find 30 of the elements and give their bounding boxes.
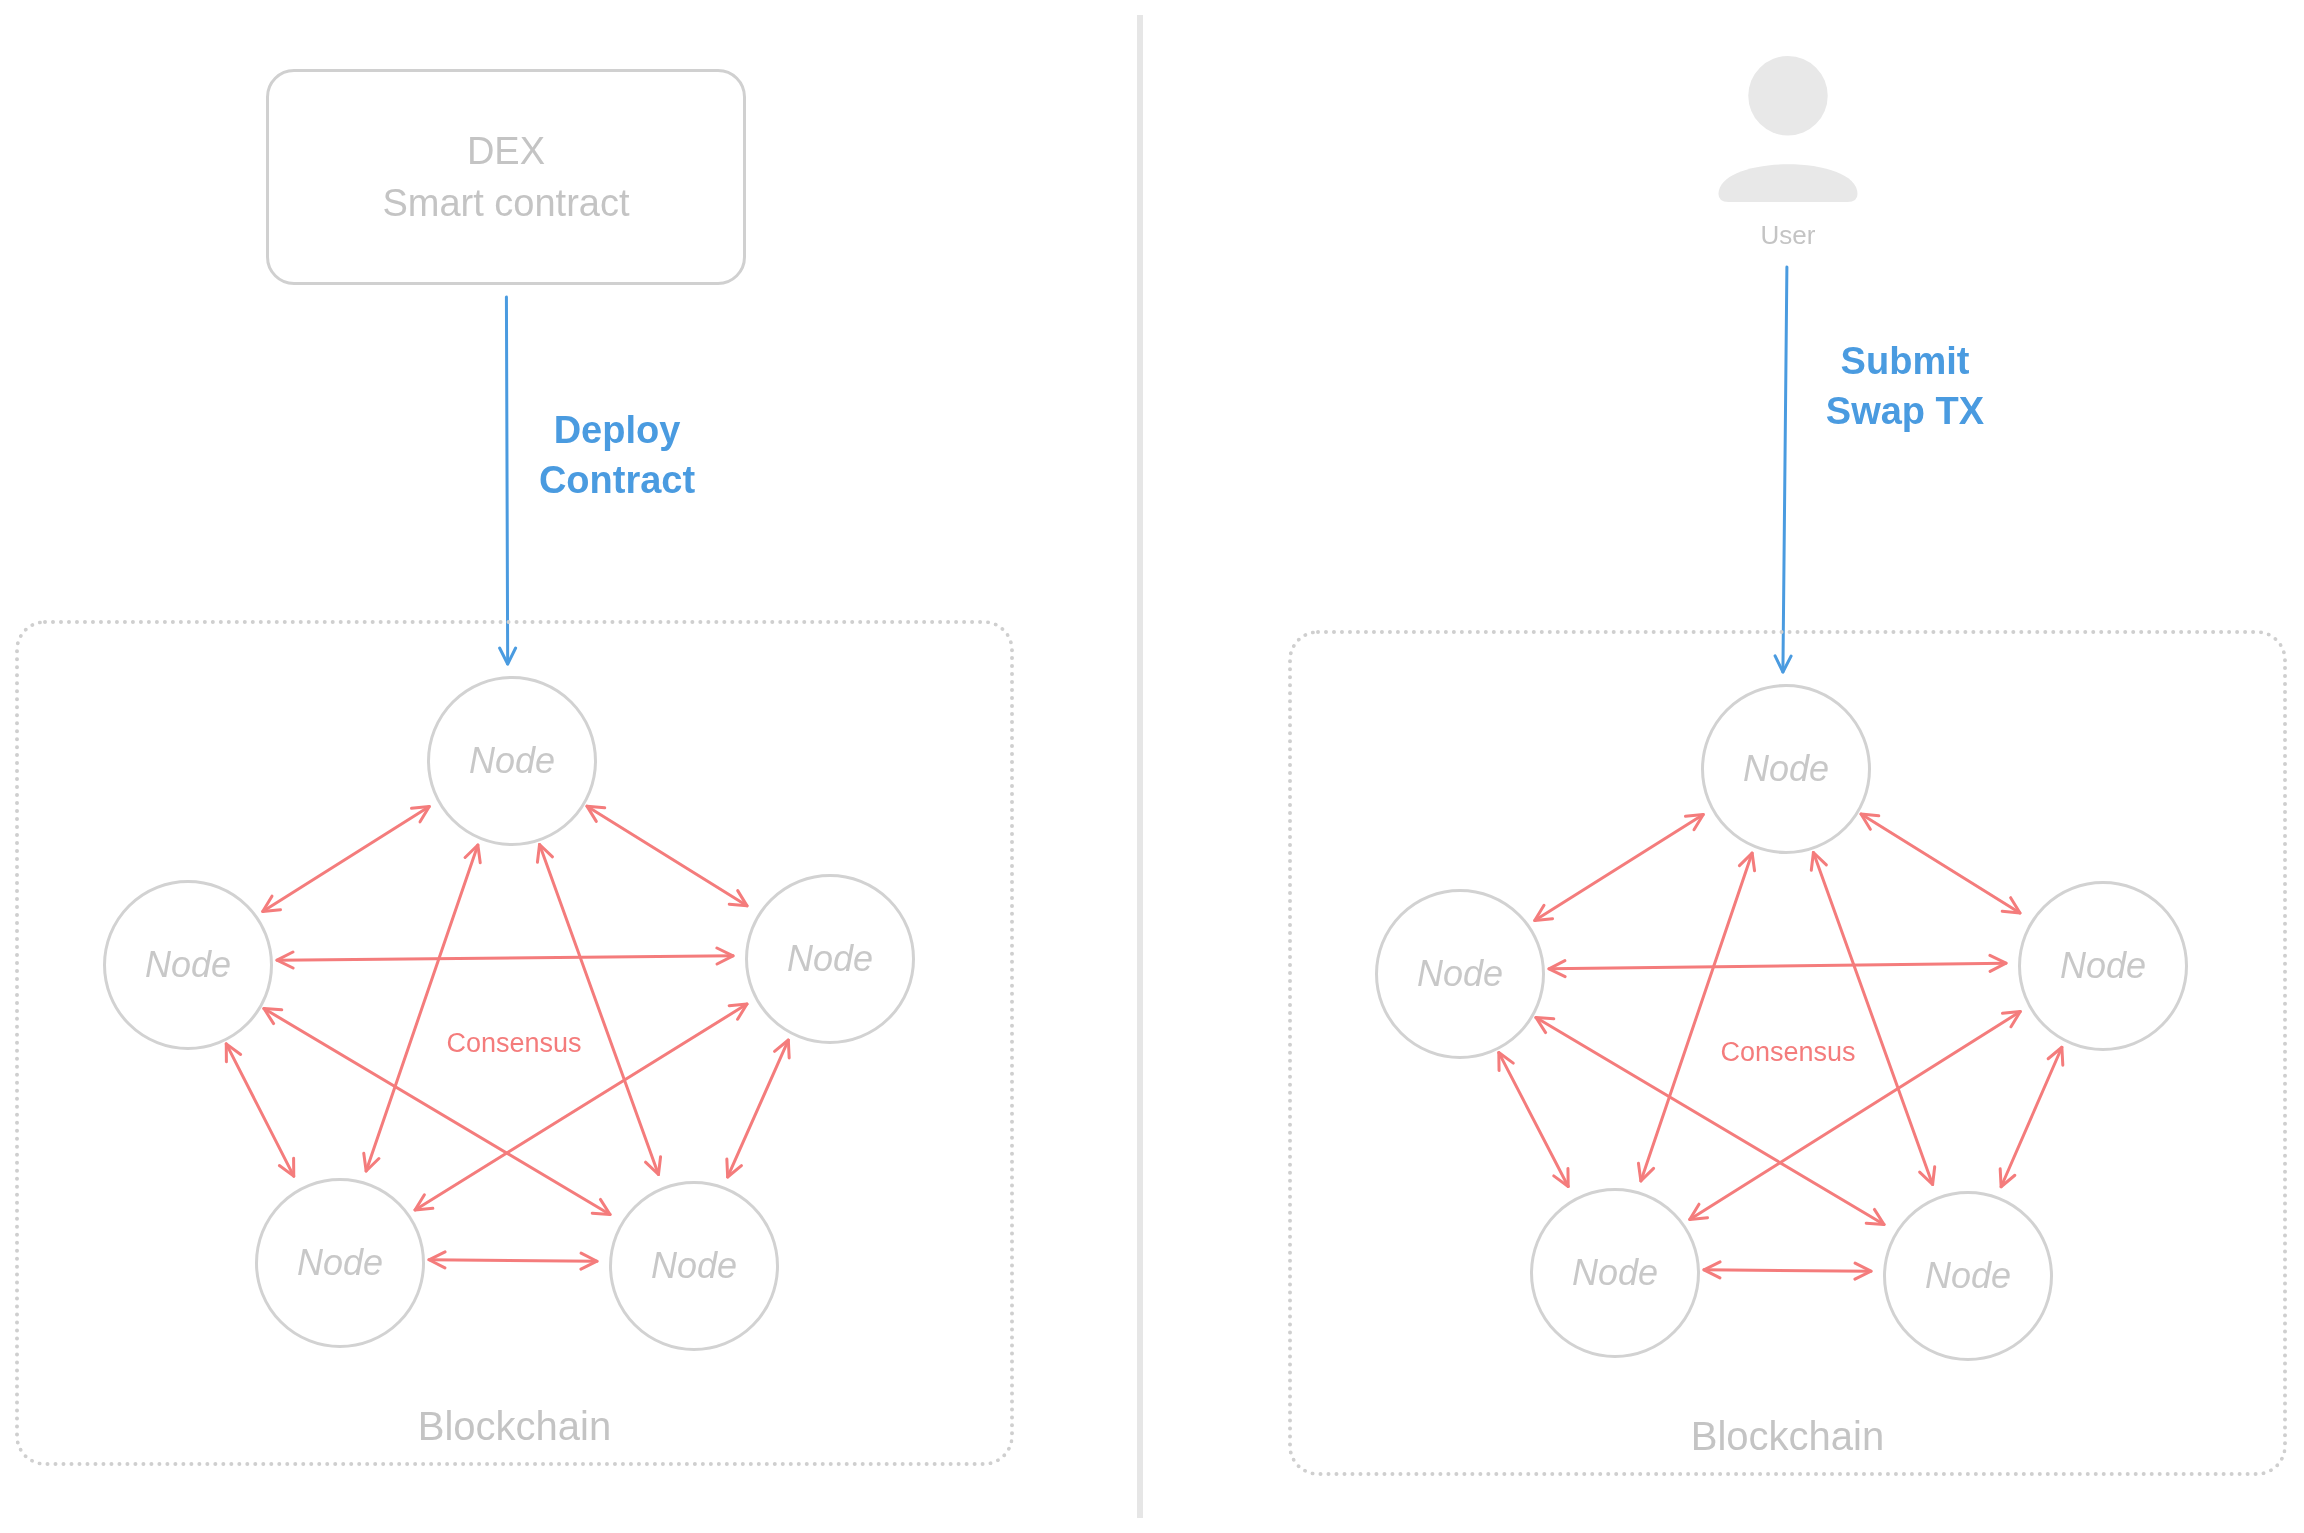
arrow — [1809, 851, 1937, 1186]
arrow — [535, 843, 663, 1176]
container-label: Blockchain — [1690, 1413, 1885, 1460]
box-title: DEX — [466, 129, 546, 174]
arrow — [1534, 1016, 1886, 1226]
container-label: Blockchain — [417, 1403, 612, 1450]
user-label: User — [1760, 219, 1816, 252]
contract-box — [266, 69, 746, 285]
arrow — [427, 1250, 599, 1271]
arrow — [725, 1038, 791, 1179]
arrow — [498, 295, 518, 666]
arrow — [413, 1002, 749, 1212]
arrow — [262, 1007, 612, 1216]
edge-label: Submit Swap TX — [1824, 339, 1986, 434]
arrow — [1773, 265, 1793, 674]
arrow — [585, 804, 749, 908]
arrow — [275, 946, 735, 970]
arrow — [1497, 1051, 1570, 1188]
arrow — [1547, 953, 2008, 979]
arrow — [1636, 851, 1757, 1183]
box-text: Smart contract — [382, 181, 630, 226]
arrow — [362, 843, 482, 1173]
arrow — [261, 805, 431, 913]
arrow — [1702, 1260, 1873, 1281]
arrow — [224, 1042, 296, 1178]
arrow — [1998, 1045, 2065, 1189]
arrow — [1859, 812, 2022, 915]
edge-label: Deploy Contract — [537, 408, 697, 503]
arrow — [1688, 1010, 2022, 1221]
arrow — [1533, 813, 1705, 922]
